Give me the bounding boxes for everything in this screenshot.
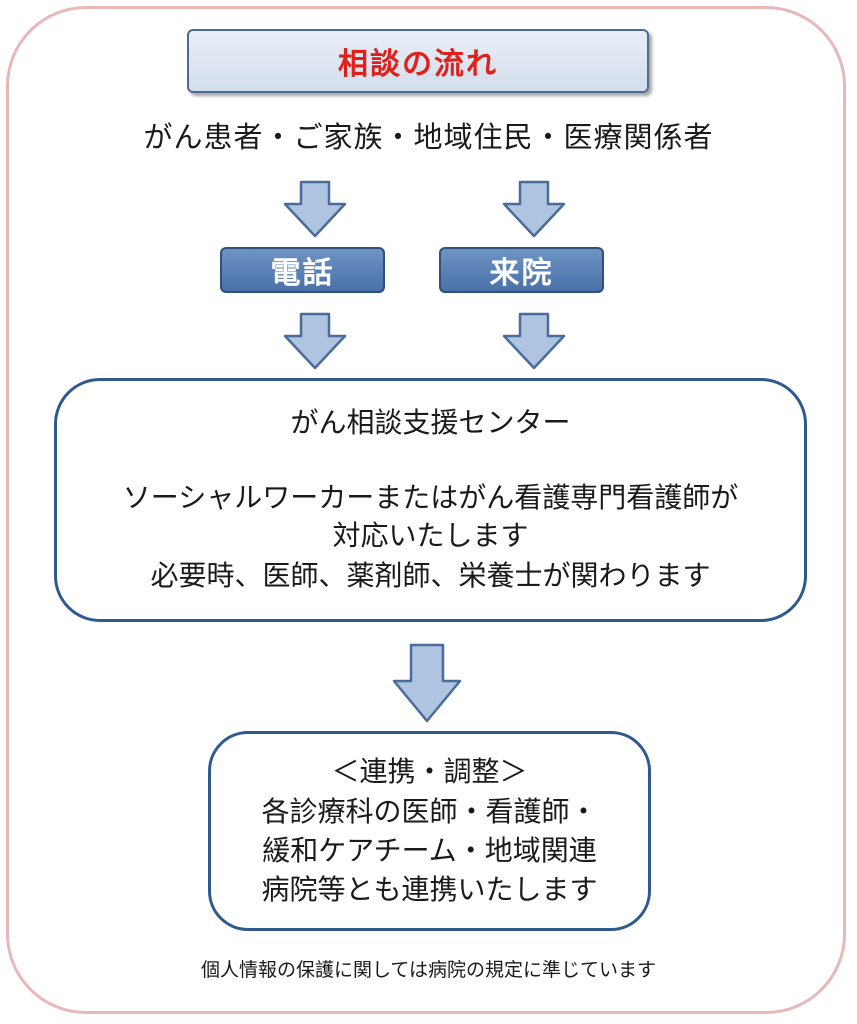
support-center-box: がん相談支援センター ソーシャルワーカーまたはがん看護専門看護師が 対応いたしま…	[54, 378, 807, 622]
audience-line: がん患者・ご家族・地域住民・医療関係者	[143, 120, 714, 154]
diagram-title: 相談の流れ	[187, 29, 649, 93]
down-arrow-icon	[283, 312, 347, 370]
visit-channel-box: 来院	[439, 247, 604, 293]
coordination-line: 病院等とも連携いたします	[261, 873, 598, 906]
down-arrow-icon	[502, 180, 566, 238]
support-center-line: 対応いたします	[332, 519, 529, 552]
down-arrow-icon	[392, 643, 462, 723]
coordination-line: 各診療科の医師・看護師・	[261, 795, 598, 828]
support-center-line: ソーシャルワーカーまたはがん看護専門看護師が	[122, 481, 739, 514]
support-center-line: 必要時、医師、薬剤師、栄養士が関わります	[150, 559, 711, 592]
privacy-note: 個人情報の保護に関しては病院の規定に準じています	[200, 959, 657, 981]
coordination-line: 緩和ケアチーム・地域関連	[262, 834, 597, 867]
phone-channel-box: 電話	[220, 247, 385, 293]
support-center-title: がん相談支援センター	[290, 406, 571, 439]
coordination-box: ＜連携・調整＞ 各診療科の医師・看護師・ 緩和ケアチーム・地域関連 病院等とも連…	[208, 731, 651, 931]
down-arrow-icon	[502, 312, 566, 370]
coordination-heading: ＜連携・調整＞	[331, 755, 528, 788]
down-arrow-icon	[283, 180, 347, 238]
